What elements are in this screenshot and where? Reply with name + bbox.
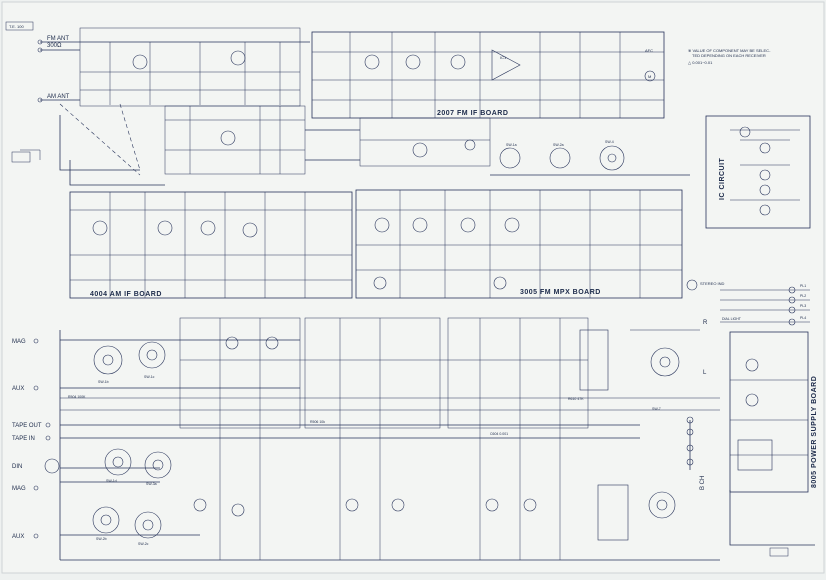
sw1b-label: SW-1b (98, 380, 109, 384)
fm-front-end (11, 27, 310, 186)
fm-mpx-board (355, 189, 698, 299)
mag1-input-label: MAG (12, 339, 26, 345)
aux2-input-label: AUX (12, 534, 24, 540)
ic-circuit-title: IC CIRCUIT (719, 157, 726, 200)
mag2-jack (33, 485, 39, 491)
corner-tag: T.E. 100 (9, 24, 24, 29)
am-if-board-title: 4004 AM IF BOARD (90, 291, 162, 298)
sw1a-label: SW-1a (506, 143, 517, 147)
tape-in-jack (45, 435, 51, 441)
r506-label: R506 10k (310, 420, 325, 424)
fm-if-board (305, 31, 665, 167)
stereo-ind-label: STEREO IND (700, 281, 725, 286)
power-supply-title: 8005 POWER SUPPLY BOARD (811, 376, 818, 488)
pl4-label: PL4 (800, 316, 806, 320)
r504-label: R504 100K (68, 395, 86, 399)
am-if-board (69, 191, 353, 299)
pl2-label: PL2 (800, 294, 806, 298)
sw3a-label: SW-3a (146, 482, 157, 486)
power-supply-board (729, 331, 815, 557)
pl1-label: PL1 (800, 284, 806, 288)
corner-tag-box (5, 21, 34, 31)
b-ch-label: B CH (700, 476, 706, 490)
tape-out-jack (45, 422, 51, 428)
note-line-1: ※ VALUE OF COMPONENT MAY BE SELEC- (688, 48, 771, 53)
sw1c-label: SW-1c (144, 375, 155, 379)
am-ant-label: AM ANT (47, 94, 70, 100)
sw2a-label: SW-2a (553, 143, 564, 147)
mag2-input-label: MAG (12, 486, 26, 492)
sw2c-label: SW-2c (138, 542, 149, 546)
note-line-2: TED DEPENDING ON EACH RECEIVER (692, 53, 766, 58)
sw7-label: SW-7 (652, 407, 661, 411)
left-channel-label: L (703, 370, 707, 376)
pl3-label: PL3 (800, 304, 806, 308)
afc-label: AFC (645, 48, 653, 53)
fm-ant-ohm-label: 300Ω (47, 43, 62, 49)
tape-out-label: TAPE OUT (12, 423, 42, 429)
note-line-3: △ 0.001~0.01 (688, 60, 713, 65)
preamp-section (44, 317, 720, 561)
ic-circuit-box (705, 115, 811, 229)
sw4-label: SW-4 (605, 140, 614, 144)
am-ant-terminal (37, 97, 43, 103)
din-label: DIN (12, 464, 22, 470)
dial-light-label: DIAL LIGHT (722, 317, 742, 321)
sw3b-label: SW-1d (106, 479, 117, 483)
aux1-jack (33, 385, 39, 391)
tape-in-label: TAPE IN (12, 436, 35, 442)
c604-label: C604 0.001 (490, 432, 508, 436)
sw2b-label: SW-2b (96, 537, 107, 541)
selector-switches-mid (464, 139, 690, 176)
dial-lights (720, 286, 810, 326)
mag1-jack (33, 338, 39, 344)
fm-ant-label: FM ANT (47, 36, 69, 42)
fm-ant-terminal (37, 39, 43, 45)
fm-if-board-title: 2007 FM IF BOARD (437, 110, 508, 117)
ic1-label: IC1 (500, 55, 507, 60)
meter-label: M (648, 74, 651, 79)
aux1-input-label: AUX (12, 386, 24, 392)
r610-label: R610 47K (568, 397, 584, 401)
fm-ant-terminal-2 (37, 47, 43, 53)
right-channel-label: R (703, 320, 708, 326)
aux2-jack (33, 533, 39, 539)
fm-mpx-board-title: 3005 FM MPX BOARD (520, 289, 601, 296)
